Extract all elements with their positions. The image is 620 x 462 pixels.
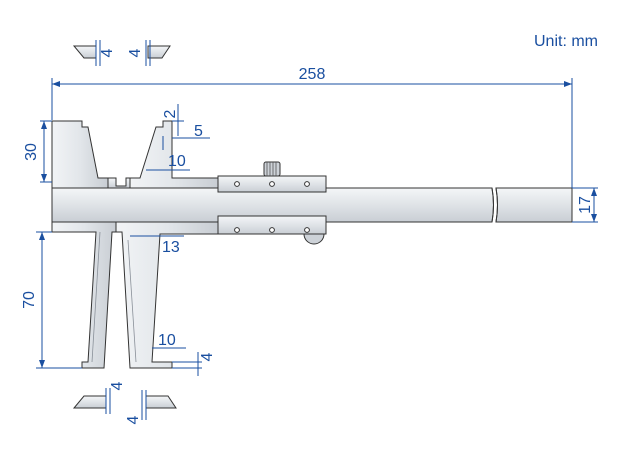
arrowheads xyxy=(39,81,597,368)
thumb-wheel xyxy=(303,233,325,245)
dimension-lines xyxy=(36,78,598,376)
beam-notch xyxy=(107,177,131,189)
caliper-body xyxy=(51,120,573,369)
detail-bottom-left-shape xyxy=(72,395,107,409)
dim-upper-jaw-depth: 30 xyxy=(23,143,40,161)
dim-total-length: 258 xyxy=(299,66,326,83)
tip-detail-dims xyxy=(95,40,151,420)
dim-detail-bottom-left: 4 xyxy=(109,381,126,390)
dim-upper-tip-width: 5 xyxy=(194,123,203,140)
dimension-labels: 258 30 70 17 2 5 10 13 10 4 4 4 4 4 xyxy=(21,48,594,424)
dim-lower-tip-width: 10 xyxy=(158,332,176,349)
dim-upper-jaw-width: 10 xyxy=(168,153,186,170)
dim-lower-gap: 13 xyxy=(162,239,180,256)
tip-details xyxy=(72,45,177,409)
unit-label: Unit: mm xyxy=(534,33,598,50)
dim-lower-tip-height: 4 xyxy=(199,352,216,361)
fixed-lower-jaw xyxy=(51,221,117,369)
dim-lower-jaw-depth: 70 xyxy=(21,291,38,309)
fixed-upper-jaw xyxy=(51,120,109,189)
dim-upper-tip-top: 2 xyxy=(162,109,179,118)
dim-detail-top-left: 4 xyxy=(99,48,116,57)
dim-detail-bottom-right: 4 xyxy=(125,415,142,424)
detail-bottom-right-shape xyxy=(145,395,177,409)
beam-end xyxy=(495,187,573,223)
detail-top-right-shape xyxy=(147,45,171,59)
dim-detail-top-right: 4 xyxy=(127,48,144,57)
detail-top-left-shape xyxy=(72,45,97,59)
dim-beam-height: 17 xyxy=(577,196,594,214)
thumb-screw xyxy=(263,161,281,177)
